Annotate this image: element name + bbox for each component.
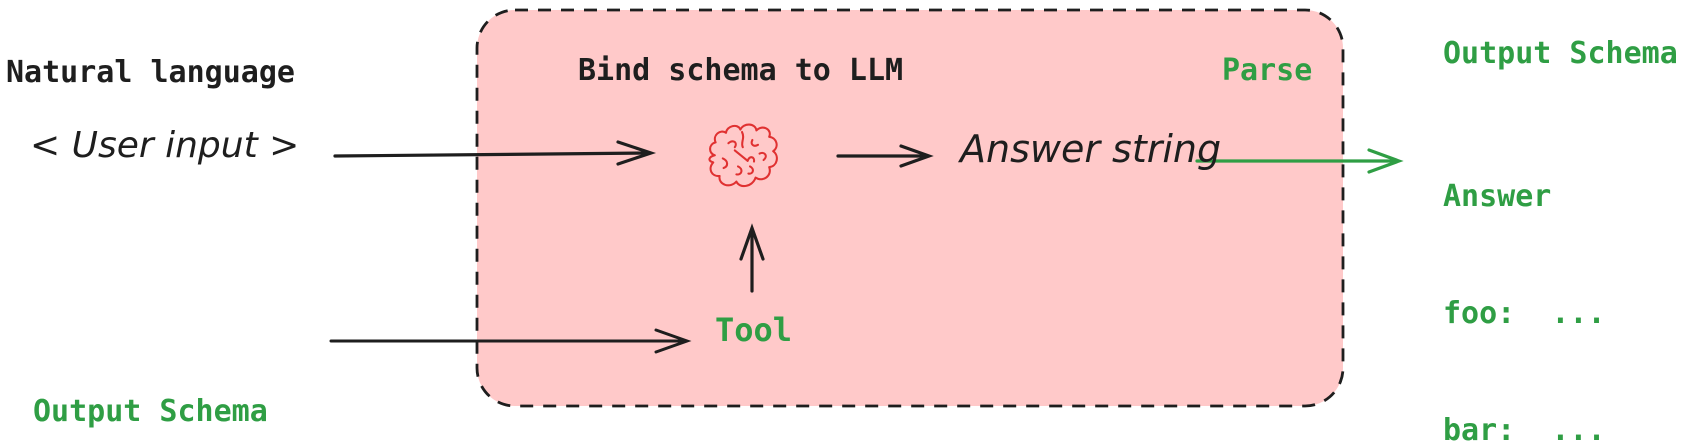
natural-language-label: Natural language — [6, 55, 295, 90]
right-output-schema-answer: Answer — [1443, 179, 1552, 214]
parse-label: Parse — [1222, 53, 1313, 88]
bind-schema-box — [475, 8, 1345, 408]
right-output-schema-foo: foo: ... — [1443, 296, 1606, 331]
arrow-llm-to-answer-string — [836, 144, 934, 168]
left-output-schema: Output Schema foo: ... bar: ... — [33, 312, 268, 443]
right-output-schema-bar: bar: ... — [1443, 413, 1606, 443]
user-input-label: < User input > — [30, 125, 300, 166]
right-output-schema-title: Output Schema — [1443, 36, 1678, 71]
right-output-schema-body: Answer foo: ... bar: ... — [1443, 99, 1606, 443]
left-output-schema-title: Output Schema — [33, 394, 268, 429]
answer-string-label: Answer string — [960, 127, 1222, 171]
bind-schema-title: Bind schema to LLM — [578, 53, 904, 88]
arrow-parse-to-output — [1195, 148, 1404, 174]
arrow-output-schema-to-tool — [329, 328, 692, 354]
tool-label: Tool — [715, 311, 793, 349]
arrow-tool-to-llm — [739, 223, 765, 293]
arrow-user-input-to-llm — [333, 140, 657, 166]
brain-icon — [708, 123, 778, 188]
